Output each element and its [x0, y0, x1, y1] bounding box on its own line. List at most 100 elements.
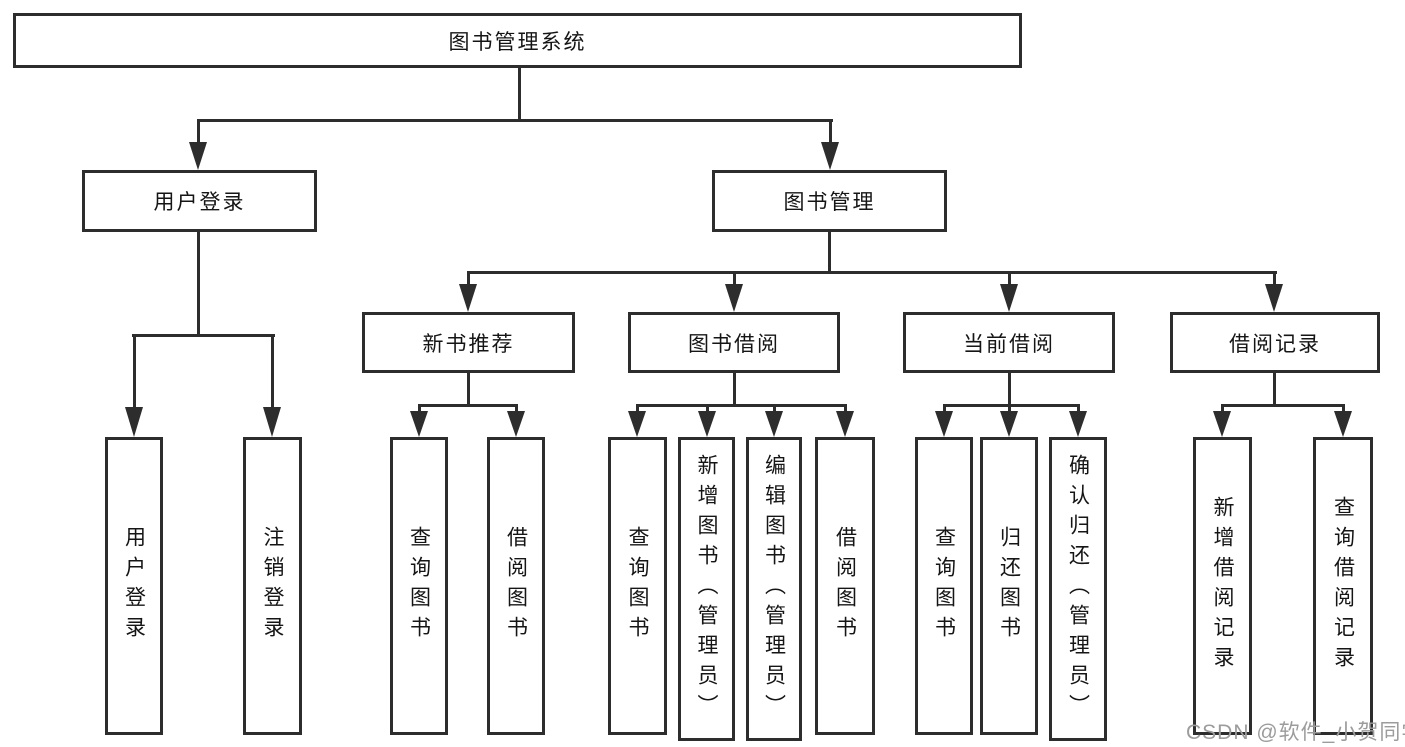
arrow-down [836, 407, 854, 437]
node-borrow-records: 借阅记录 [1170, 312, 1380, 373]
arrow-stem [1341, 407, 1345, 411]
arrow-down [189, 122, 207, 170]
arrow-down [765, 407, 783, 437]
arrow-down [410, 407, 428, 437]
leaf-user-login: 用户登录 [105, 437, 163, 735]
arrowhead-down-icon [1000, 411, 1018, 437]
arrow-stem [843, 407, 847, 411]
arrow-down [1000, 274, 1018, 312]
connector-line [197, 119, 833, 122]
arrowhead-down-icon [725, 284, 743, 312]
arrow-stem [1076, 407, 1080, 411]
leaf-query-borrow-record: 查询借阅记录 [1313, 437, 1373, 735]
connector-line [733, 373, 736, 406]
arrow-stem [942, 407, 946, 411]
arrow-down [725, 274, 743, 312]
arrow-down [1069, 407, 1087, 437]
arrow-down [821, 122, 839, 170]
arrowhead-down-icon [698, 411, 716, 437]
node-book-management: 图书管理 [712, 170, 947, 232]
arrow-down [459, 274, 477, 312]
arrowhead-down-icon [410, 411, 428, 437]
arrow-down [125, 337, 143, 437]
arrow-stem [828, 122, 832, 142]
connector-line [467, 373, 470, 406]
leaf-query-borrow-record-label: 查询借阅记录 [1331, 496, 1355, 676]
arrow-stem [772, 407, 776, 411]
arrow-stem [635, 407, 639, 411]
arrow-stem [132, 337, 136, 407]
leaf-query-books-current: 查询图书 [915, 437, 973, 735]
connector-line [518, 68, 521, 121]
arrowhead-down-icon [263, 407, 281, 437]
arrow-down [263, 337, 281, 437]
leaf-query-books-newbooks: 查询图书 [390, 437, 448, 735]
arrow-stem [1007, 274, 1011, 284]
arrow-down [1000, 407, 1018, 437]
node-book-borrowing: 图书借阅 [628, 312, 840, 373]
arrowhead-down-icon [459, 284, 477, 312]
node-new-book-recommend: 新书推荐 [362, 312, 575, 373]
leaf-query-books-borrowing-label: 查询图书 [626, 526, 649, 646]
connector-line [467, 271, 1277, 274]
arrow-stem [514, 407, 518, 411]
leaf-borrow-books: 借阅图书 [815, 437, 875, 735]
leaf-query-books-current-label: 查询图书 [932, 526, 956, 646]
node-current-borrowing: 当前借阅 [903, 312, 1115, 373]
arrow-stem [1220, 407, 1224, 411]
arrow-stem [732, 274, 736, 284]
leaf-return-books: 归还图书 [980, 437, 1038, 735]
arrowhead-down-icon [821, 142, 839, 170]
leaf-borrow-books-label: 借阅图书 [833, 526, 857, 646]
node-new-book-recommend-label: 新书推荐 [422, 332, 515, 356]
leaf-confirm-return-admin: 确认归还（管理员） [1049, 437, 1107, 741]
arrow-down [1265, 274, 1283, 312]
arrowhead-down-icon [1265, 284, 1283, 312]
arrowhead-down-icon [1069, 411, 1087, 437]
leaf-return-books-label: 归还图书 [997, 526, 1021, 646]
arrow-down [1213, 407, 1231, 437]
arrow-down [507, 407, 525, 437]
leaf-logout-label: 注销登录 [261, 526, 284, 646]
node-root-label: 图书管理系统 [448, 30, 587, 54]
connector-line [418, 404, 518, 407]
leaf-add-borrow-record-label: 新增借阅记录 [1211, 496, 1234, 676]
node-user-login-label: 用户登录 [153, 191, 246, 214]
leaf-add-books-admin-label: 新增图书（管理员） [695, 454, 718, 724]
node-user-login: 用户登录 [82, 170, 317, 232]
arrow-stem [196, 122, 200, 142]
arrowhead-down-icon [507, 411, 525, 437]
arrowhead-down-icon [189, 142, 207, 170]
node-book-management-label: 图书管理 [783, 191, 876, 214]
connector-line [636, 404, 847, 407]
arrowhead-down-icon [1213, 411, 1231, 437]
arrow-down [935, 407, 953, 437]
arrowhead-down-icon [125, 407, 143, 437]
leaf-borrow-books-newbooks-label: 借阅图书 [504, 526, 528, 646]
arrow-stem [417, 407, 421, 411]
arrow-down [628, 407, 646, 437]
arrowhead-down-icon [1000, 284, 1018, 312]
leaf-user-login-label: 用户登录 [122, 526, 146, 646]
connector-line [197, 232, 200, 336]
leaf-query-books-borrowing: 查询图书 [608, 437, 667, 735]
node-root: 图书管理系统 [13, 13, 1022, 68]
node-borrow-records-label: 借阅记录 [1229, 332, 1321, 356]
connector-line [1273, 373, 1276, 406]
connector-line [1221, 404, 1345, 407]
connector-line [1008, 373, 1011, 406]
leaf-query-books-newbooks-label: 查询图书 [407, 526, 431, 646]
node-current-borrowing-label: 当前借阅 [963, 332, 1055, 356]
connector-line [943, 404, 1080, 407]
arrow-stem [270, 337, 274, 407]
arrowhead-down-icon [765, 411, 783, 437]
arrow-stem [705, 407, 709, 411]
arrow-stem [466, 274, 470, 284]
arrow-down [698, 407, 716, 437]
arrowhead-down-icon [628, 411, 646, 437]
arrowhead-down-icon [836, 411, 854, 437]
leaf-edit-books-admin: 编辑图书（管理员） [746, 437, 802, 741]
arrowhead-down-icon [1334, 411, 1352, 437]
watermark: CSDN @软件_小贺同学 [1186, 721, 1405, 744]
